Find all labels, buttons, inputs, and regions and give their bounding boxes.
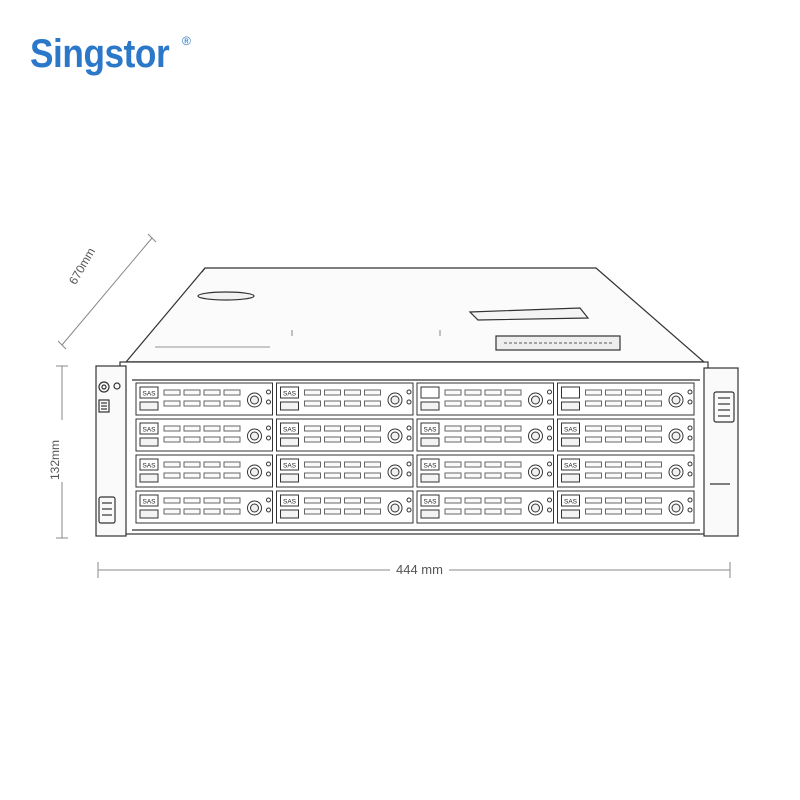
registered-mark: ® [182, 34, 191, 48]
drive-bay-label: SAS [143, 463, 157, 470]
drive-bay-label: SAS [143, 499, 157, 506]
drive-bay[interactable]: SAS [135, 454, 273, 488]
drive-bay-label: SAS [283, 391, 297, 398]
drive-bay[interactable]: SAS [416, 490, 554, 524]
drive-bay[interactable] [416, 382, 554, 416]
right-rack-ear [703, 367, 739, 537]
depth-dimension-line [57, 233, 157, 350]
drive-bay-label: SAS [424, 427, 438, 434]
drive-bay-label: SAS [564, 499, 578, 506]
drive-bay[interactable]: SAS [416, 454, 554, 488]
drive-bay-grid: SAS SAS SAS SAS SAS SAS SAS SAS SAS SAS SAS SAS SAS S… [135, 382, 695, 524]
left-rack-ear [95, 365, 127, 537]
drive-bay-label: SAS [564, 427, 578, 434]
drive-bay[interactable]: SAS [416, 418, 554, 452]
height-label: 132mm [48, 439, 62, 480]
drive-bay[interactable]: SAS [557, 418, 695, 452]
drive-bay[interactable] [557, 382, 695, 416]
drive-bay[interactable]: SAS [135, 418, 273, 452]
brand-logo: Singstor ® [30, 30, 191, 78]
drive-bay[interactable]: SAS [557, 490, 695, 524]
drive-bay[interactable]: SAS [276, 418, 414, 452]
drive-bay[interactable]: SAS [276, 454, 414, 488]
drive-bay-label: SAS [143, 391, 157, 398]
drive-bay[interactable]: SAS [276, 382, 414, 416]
drive-bay-label: SAS [564, 463, 578, 470]
drive-bay-label: SAS [424, 499, 438, 506]
drive-bay[interactable]: SAS [557, 454, 695, 488]
drive-bay-label: SAS [283, 463, 297, 470]
brand-name: Singstor [30, 32, 170, 76]
drive-bay[interactable]: SAS [135, 490, 273, 524]
drive-bay-label: SAS [283, 427, 297, 434]
height-dimension-line [56, 365, 68, 539]
chassis-top [124, 267, 706, 373]
drive-bay[interactable]: SAS [135, 382, 273, 416]
width-label: 444 mm [390, 562, 449, 577]
drive-bay-label: SAS [143, 427, 157, 434]
drive-bay[interactable]: SAS [276, 490, 414, 524]
drive-bay-label: SAS [424, 463, 438, 470]
drive-bay-label: SAS [283, 499, 297, 506]
